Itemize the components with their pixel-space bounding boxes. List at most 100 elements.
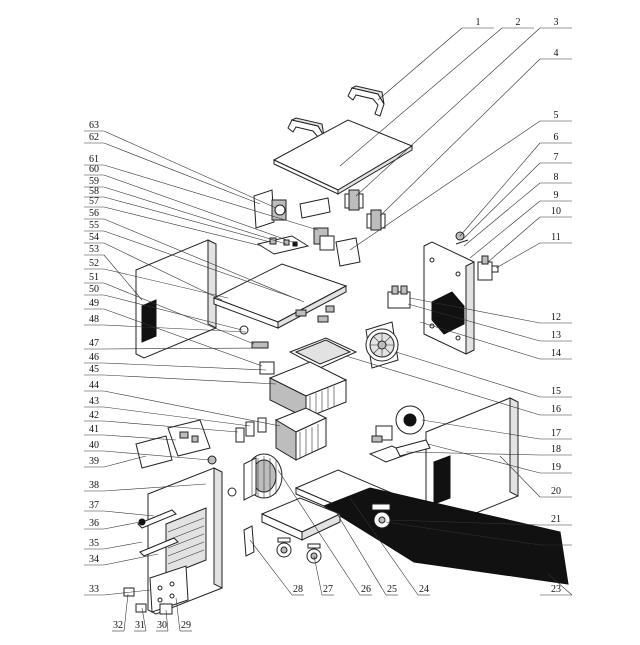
front-handle-part [137,509,179,557]
driver-board-part [167,419,211,457]
callout-number-62: 62 [89,132,99,143]
leader-line-56 [103,218,305,303]
capacitor-part [259,361,275,375]
leader-line-40 [103,450,211,461]
connector-part [159,603,173,615]
transformer-part [344,189,364,211]
callout-number-30: 30 [157,620,167,631]
rear-side-panel [423,241,475,355]
leader-line-13 [407,303,541,342]
leader-line-41 [103,434,177,441]
callout-number-38: 38 [89,480,99,491]
callout-number-15: 15 [551,386,561,397]
bracket-assembly-part [253,189,287,229]
callout-number-34: 34 [89,554,99,565]
leader-line-20 [499,455,541,498]
bracket-plate-part [395,439,431,457]
callout-number-25: 25 [387,584,397,595]
callout-number-55: 55 [89,220,99,231]
callout-number-31: 31 [135,620,145,631]
callout-number-63: 63 [89,120,99,131]
callout-number-33: 33 [89,584,99,595]
caster-wheel-part [306,543,322,564]
callout-number-61: 61 [89,154,99,165]
callout-number-36: 36 [89,518,99,529]
leader-line-21 [389,519,541,526]
leader-lines [84,27,573,632]
leader-line-4 [379,58,541,217]
callout-number-58: 58 [89,186,99,197]
callout-number-3: 3 [554,17,559,28]
callout-number-14: 14 [551,348,561,359]
leader-line-14 [419,321,541,360]
leader-line-6 [459,142,541,237]
callout-number-29: 29 [181,620,191,631]
callout-number-8: 8 [554,172,559,183]
leader-line-28 [249,539,293,596]
callout-number-24: 24 [419,584,429,595]
callout-number-37: 37 [89,500,99,511]
leader-line-61 [103,164,319,231]
control-plate-part [149,565,189,613]
leader-line-44 [103,390,281,427]
callout-number-1: 1 [476,17,481,28]
bracket-part [243,525,255,557]
leader-line-7 [461,162,541,241]
rear-assembly-part [371,405,425,443]
leader-line-5 [349,120,541,251]
callout-number-49: 49 [89,298,99,309]
callout-number-17: 17 [551,428,561,439]
leader-line-27 [313,555,323,596]
cooling-fan-part [365,321,399,369]
leader-line-2 [339,27,503,167]
callout-number-45: 45 [89,364,99,375]
right-outer-panel [425,397,519,531]
leader-line-1 [377,27,463,101]
callout-number-32: 32 [113,620,123,631]
base-plate-dark [322,487,569,585]
leader-line-29 [175,597,181,632]
callout-number-23: 23 [551,584,561,595]
leader-line-15 [395,351,541,398]
leader-line-42 [103,420,239,433]
leader-line-60 [103,174,299,245]
leader-line-23 [547,573,573,596]
callout-number-50: 50 [89,284,99,295]
leader-line-16 [345,355,541,416]
callout-number-53: 53 [89,244,99,255]
leader-line-39 [103,455,147,468]
callout-number-41: 41 [89,424,99,435]
leader-line-17 [421,419,541,440]
leader-line-22 [385,521,541,546]
leader-line-57 [103,206,263,247]
connector-part [135,603,147,613]
leader-line-9 [469,200,541,259]
leader-line-26 [277,469,361,596]
leader-line-11 [495,242,541,269]
bracket-assembly-part [299,197,335,251]
callout-number-13: 13 [551,330,561,341]
fitting-part [455,239,469,245]
callout-number-48: 48 [89,314,99,325]
callout-number-56: 56 [89,208,99,219]
mounting-plate-part [335,237,361,267]
caster-wheel-part [371,503,391,529]
caster-wheel-part [276,537,292,558]
callout-number-5: 5 [554,110,559,121]
callout-number-9: 9 [554,190,559,201]
leader-line-19 [427,443,541,474]
leader-line-62 [103,142,261,205]
clip-part [251,341,269,349]
leader-line-32 [123,593,129,632]
leader-line-30 [165,609,169,632]
callout-number-11: 11 [551,232,561,243]
leader-line-12 [409,297,541,324]
callout-number-40: 40 [89,440,99,451]
module-part [257,417,267,433]
rectifier-part [387,285,411,309]
callout-number-21: 21 [551,514,561,525]
callout-number-12: 12 [551,312,561,323]
